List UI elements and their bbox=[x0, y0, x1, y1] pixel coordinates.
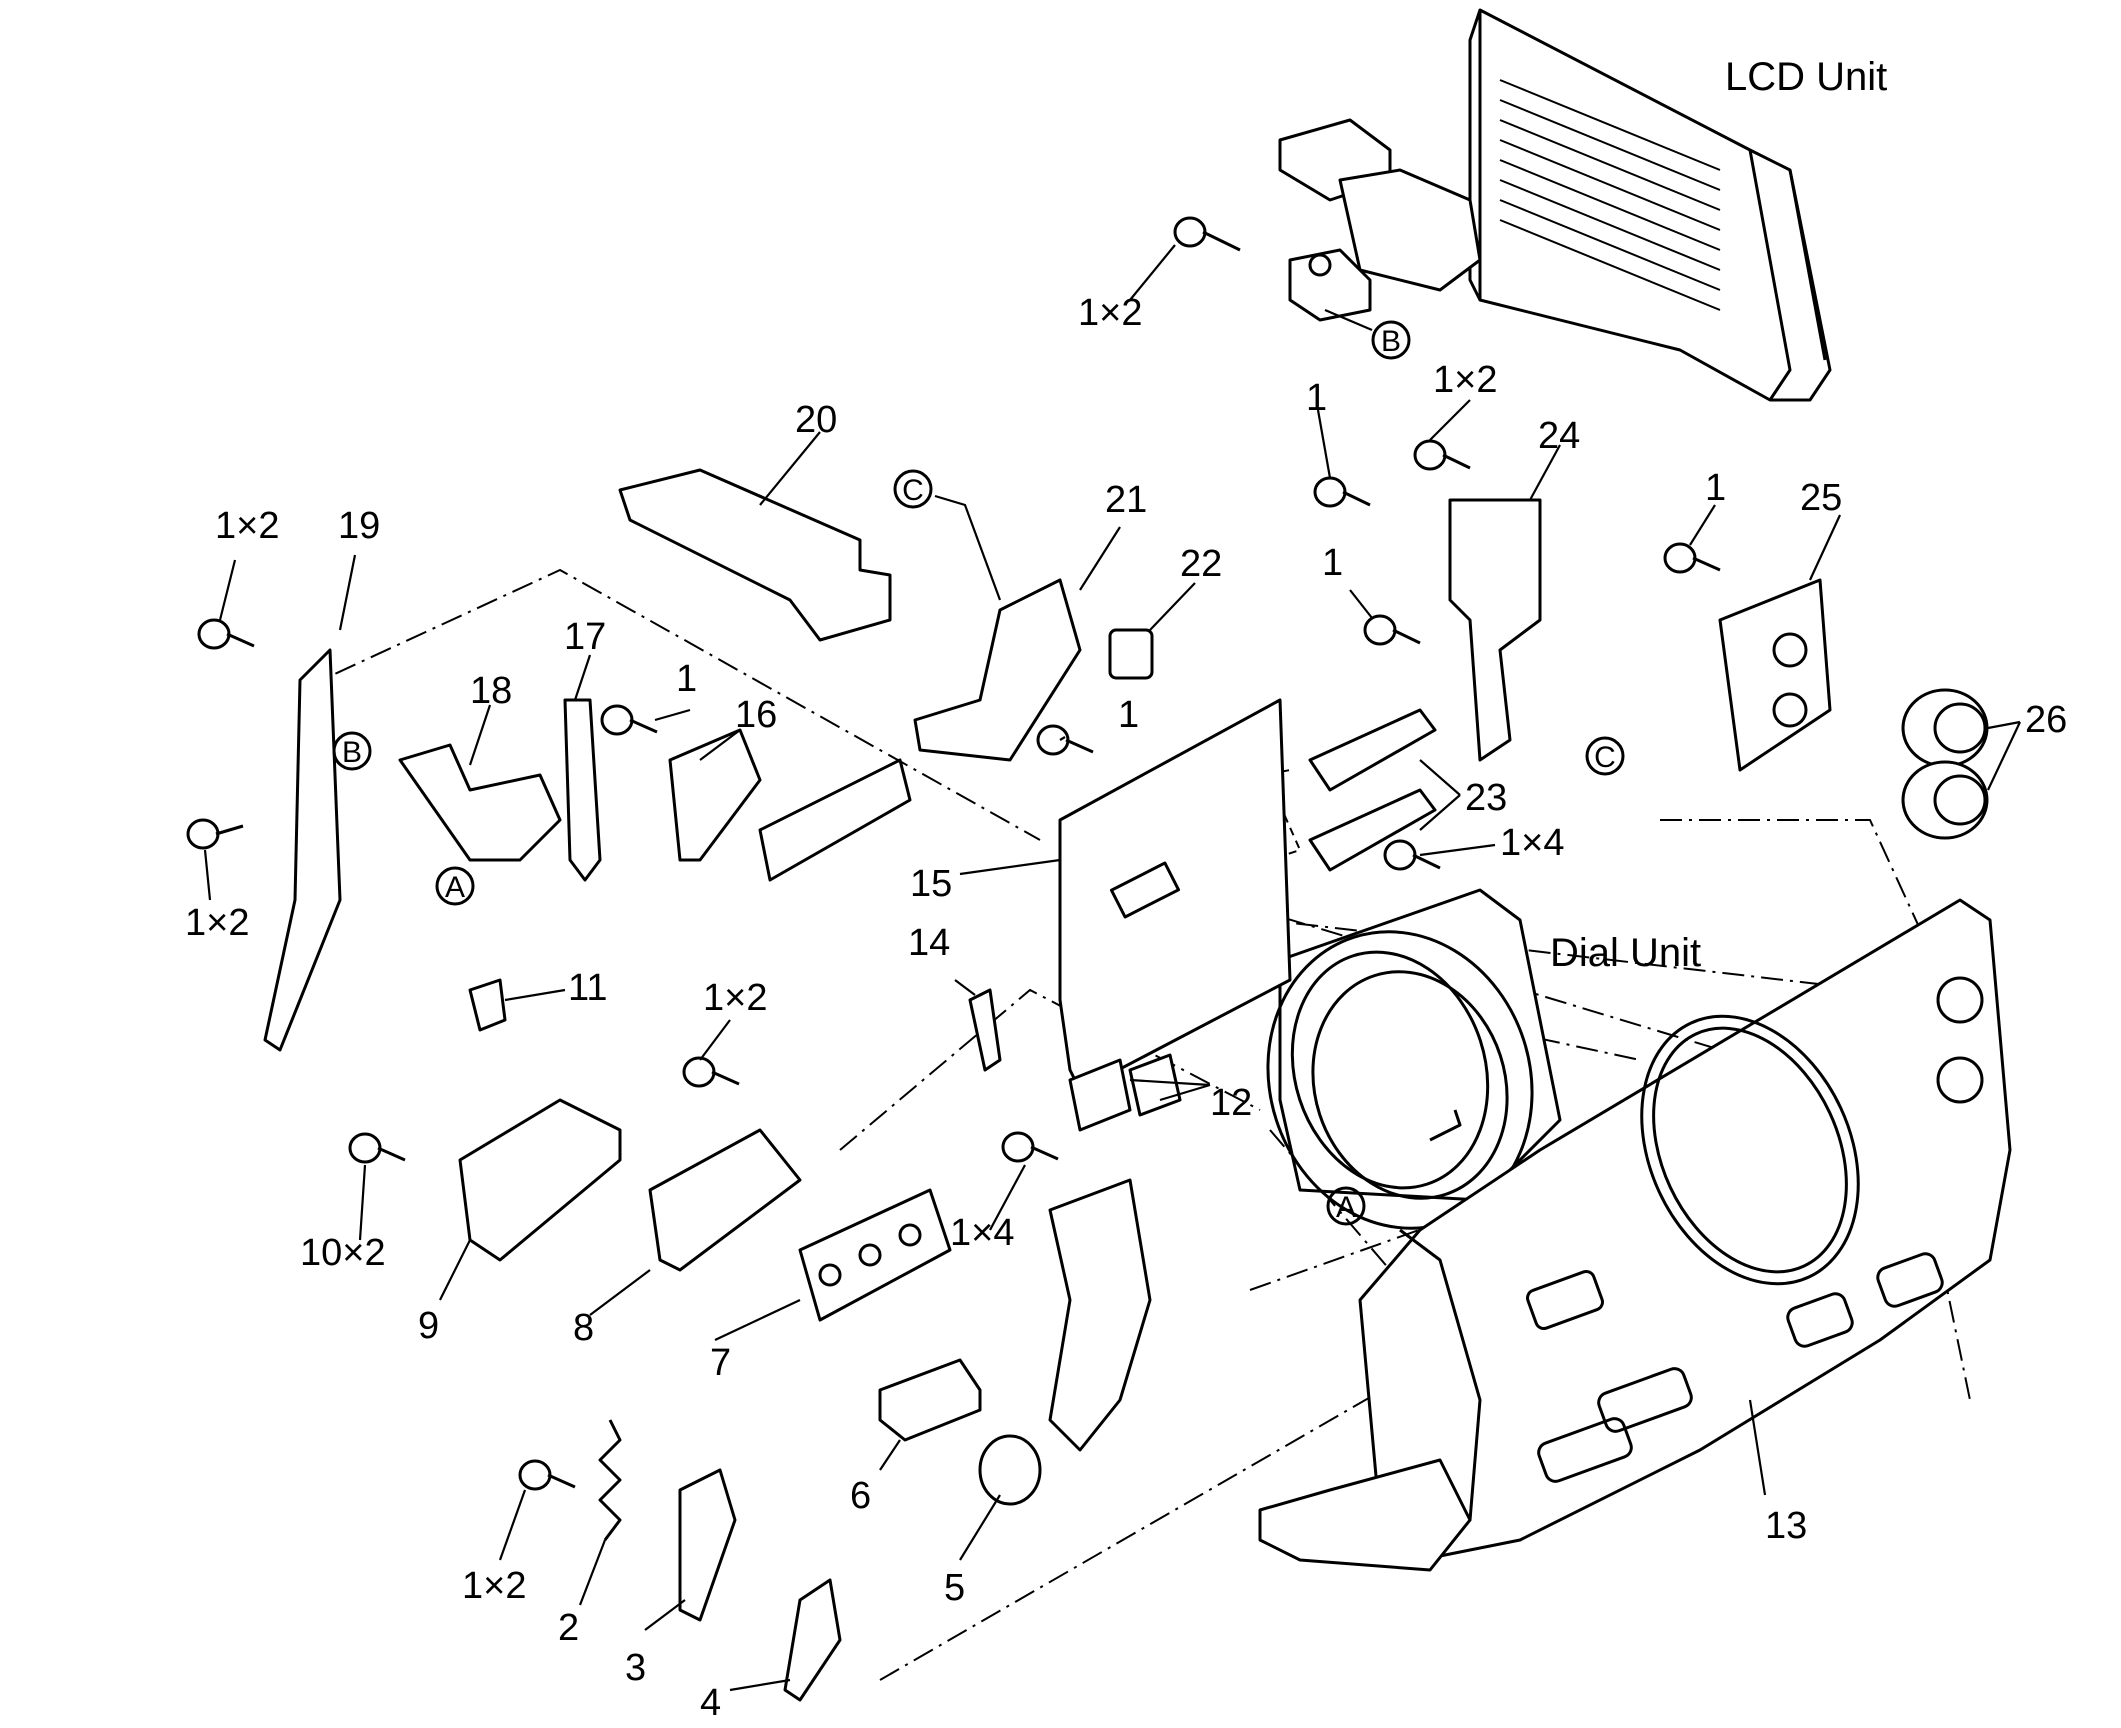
screw-icon bbox=[1001, 1131, 1059, 1163]
part-24-bracket bbox=[1448, 498, 1542, 762]
screw-icon bbox=[1663, 542, 1721, 574]
label-6: 6 bbox=[850, 1475, 871, 1517]
lcd-unit-label: LCD Unit bbox=[1725, 55, 1887, 99]
part-12-switches bbox=[1068, 1053, 1182, 1132]
label-1x2-left-bottom: 1×2 bbox=[185, 902, 249, 944]
label-21: 21 bbox=[1105, 479, 1147, 521]
label-7: 7 bbox=[710, 1342, 731, 1384]
label-1x2-bottom: 1×2 bbox=[462, 1565, 526, 1607]
label-1x2-mid: 1×2 bbox=[703, 977, 767, 1019]
label-24: 24 bbox=[1538, 415, 1580, 457]
part-19-frame bbox=[263, 648, 342, 1052]
label-16: 16 bbox=[735, 694, 777, 736]
front-cabinet bbox=[1258, 898, 2012, 1572]
label-8: 8 bbox=[573, 1307, 594, 1349]
dial-unit bbox=[1266, 888, 1562, 1230]
screw-icon bbox=[1313, 476, 1371, 508]
label-9: 9 bbox=[418, 1305, 439, 1347]
svg-text:B: B bbox=[1381, 325, 1401, 358]
label-5: 5 bbox=[944, 1567, 965, 1609]
svg-text:C: C bbox=[902, 474, 924, 507]
ref-marker-a-left: A bbox=[435, 866, 475, 906]
svg-text:A: A bbox=[445, 871, 465, 904]
label-3: 3 bbox=[625, 1647, 646, 1689]
ref-marker-a-right: A bbox=[1326, 1186, 1366, 1226]
label-10x2: 10×2 bbox=[300, 1232, 386, 1274]
ref-marker-b-left: B bbox=[332, 731, 372, 771]
lcd-unit bbox=[1278, 8, 1832, 402]
label-19: 19 bbox=[338, 505, 380, 547]
part-7-plate bbox=[798, 1188, 952, 1322]
screw-icon bbox=[682, 1056, 740, 1088]
screws bbox=[186, 216, 1721, 1491]
part-2-spring bbox=[598, 1419, 622, 1541]
part-14-clip bbox=[968, 988, 1002, 1072]
label-22: 22 bbox=[1180, 543, 1222, 585]
label-1x2-lcd: 1×2 bbox=[1078, 292, 1142, 334]
part-26-knobs bbox=[1901, 688, 1989, 840]
lcd-vent-hatching bbox=[1499, 79, 1721, 311]
label-13: 13 bbox=[1765, 1505, 1807, 1547]
label-15: 15 bbox=[910, 863, 952, 905]
part-3-lever bbox=[678, 1468, 737, 1622]
part-4-lever bbox=[783, 1578, 842, 1702]
label-14: 14 bbox=[908, 922, 950, 964]
ref-marker-c-right: C bbox=[1585, 736, 1625, 776]
ref-marker-c-top: C bbox=[893, 469, 933, 509]
part-5-grip-assembly bbox=[978, 1178, 1152, 1506]
part-20-flex-cable bbox=[618, 468, 892, 642]
label-1-e: 1 bbox=[676, 658, 697, 700]
label-1-d: 1 bbox=[1118, 694, 1139, 736]
screw-icon bbox=[518, 1459, 576, 1491]
label-1x2-top: 1×2 bbox=[1433, 359, 1497, 401]
label-17: 17 bbox=[564, 616, 606, 658]
label-20: 20 bbox=[795, 399, 837, 441]
screw-icon bbox=[1173, 216, 1241, 252]
label-1x4-right: 1×4 bbox=[1500, 822, 1564, 864]
label-1x4-mid: 1×4 bbox=[950, 1212, 1014, 1254]
part-18-bracket bbox=[398, 743, 562, 862]
leader-lines bbox=[203, 244, 2021, 1692]
screw-icon bbox=[1413, 439, 1471, 471]
label-1-a: 1 bbox=[1306, 377, 1327, 419]
part-25-board bbox=[1718, 578, 1832, 772]
part-23-brackets bbox=[1308, 708, 1437, 872]
part-number-labels: 1×2 1 1×2 24 1 25 1 26 23 1×4 20 21 22 1… bbox=[185, 292, 2067, 1724]
part-21-bracket bbox=[913, 578, 1154, 762]
ref-marker-b-top: B bbox=[1371, 320, 1411, 360]
screw-icon bbox=[186, 818, 244, 850]
label-2: 2 bbox=[558, 1607, 579, 1649]
dial-unit-label: Dial Unit bbox=[1550, 931, 1701, 975]
label-18: 18 bbox=[470, 670, 512, 712]
screw-icon bbox=[1036, 724, 1094, 756]
part-8-bracket bbox=[648, 1128, 802, 1272]
label-25: 25 bbox=[1800, 477, 1842, 519]
label-23: 23 bbox=[1465, 777, 1507, 819]
label-26: 26 bbox=[2025, 699, 2067, 741]
svg-text:A: A bbox=[1336, 1191, 1356, 1224]
screw-icon bbox=[348, 1132, 406, 1164]
screw-icon bbox=[600, 704, 658, 736]
label-4: 4 bbox=[700, 1682, 721, 1724]
screw-icon bbox=[197, 618, 255, 650]
label-1-c: 1 bbox=[1322, 542, 1343, 584]
label-12: 12 bbox=[1210, 1082, 1252, 1124]
part-15-board bbox=[1058, 698, 1292, 1092]
part-17-bracket bbox=[563, 698, 602, 882]
screw-icon bbox=[1383, 839, 1441, 871]
label-1x2-left-top: 1×2 bbox=[215, 505, 279, 547]
label-11: 11 bbox=[568, 967, 607, 1009]
part-11-clip bbox=[468, 978, 507, 1032]
label-1-b: 1 bbox=[1705, 467, 1726, 509]
part-6-block bbox=[878, 1358, 982, 1442]
part-9-switch-board bbox=[458, 1098, 622, 1262]
svg-text:B: B bbox=[342, 736, 362, 769]
screw-icon bbox=[1363, 614, 1421, 646]
part-16-bracket bbox=[668, 728, 912, 882]
svg-text:C: C bbox=[1594, 741, 1616, 774]
